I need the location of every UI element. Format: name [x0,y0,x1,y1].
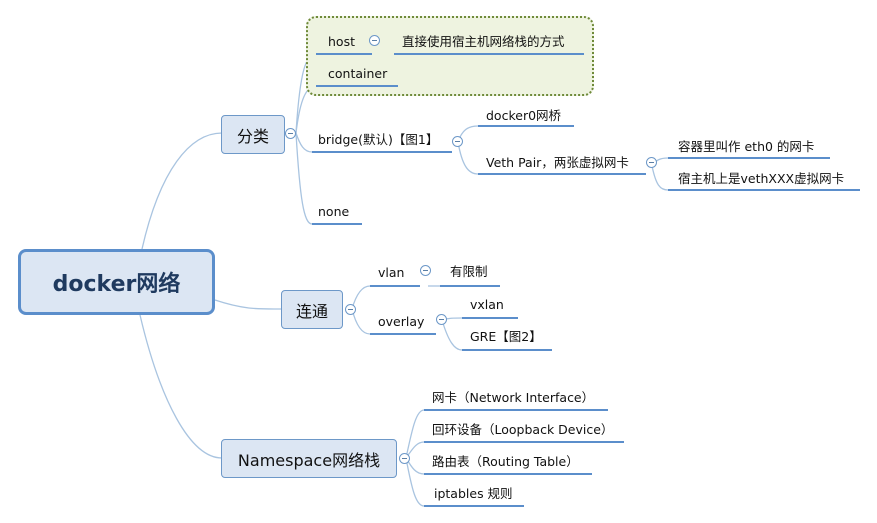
link-overlay-gre [441,319,463,351]
node-bridge-underline [312,151,452,153]
boundary-host-container [306,16,594,96]
node-host[interactable]: host [328,34,355,49]
collapse-categories-icon[interactable] [285,128,296,139]
link-root-namespace [139,314,223,459]
collapse-veth-icon[interactable] [646,157,657,168]
link-categories-bridge [295,132,313,153]
node-overlay[interactable]: overlay [378,314,425,329]
node-routing-table-underline [424,473,592,475]
topic-connectivity-label: 连通 [295,301,328,321]
topic-namespace[interactable]: Namespace网络栈 [221,439,397,478]
topic-categories-label: 分类 [236,126,269,146]
node-veth-pair[interactable]: Veth Pair，两张虚拟网卡 [486,155,629,170]
collapse-bridge-icon[interactable] [452,136,463,147]
node-none[interactable]: none [318,204,350,219]
root-topic[interactable]: docker网络 [18,249,215,315]
node-loopback-device[interactable]: 回环设备（Loopback Device） [432,422,614,437]
node-veth-pair-underline [478,173,646,175]
topic-namespace-label: Namespace网络栈 [237,450,381,470]
node-network-interface[interactable]: 网卡（Network Interface） [432,390,595,405]
node-iptables-underline [424,505,524,507]
node-container-eth0[interactable]: 容器里叫作 eth0 的网卡 [678,139,815,154]
node-none-underline [312,223,362,225]
link-veth-vethxxx [651,165,669,191]
topic-categories[interactable]: 分类 [221,115,285,154]
collapse-overlay-icon[interactable] [436,314,447,325]
link-categories-none [295,132,313,225]
node-gre[interactable]: GRE【图2】 [470,329,542,344]
node-network-interface-underline [424,409,608,411]
node-iptables[interactable]: iptables 规则 [434,486,513,501]
node-vxlan[interactable]: vxlan [470,297,504,312]
node-host-underline [316,53,372,55]
collapse-namespace-icon[interactable] [399,453,410,464]
collapse-connectivity-icon[interactable] [345,304,356,315]
node-docker0[interactable]: docker0网桥 [486,108,562,123]
node-routing-table[interactable]: 路由表（Routing Table） [432,454,579,469]
collapse-host-icon[interactable] [369,35,380,46]
node-container[interactable]: container [328,66,388,81]
node-vlan-limited[interactable]: 有限制 [450,264,488,279]
node-gre-underline [462,349,552,351]
node-host-vethxxx-underline [668,189,860,191]
node-docker0-underline [478,125,574,127]
root-topic-label: docker网络 [52,272,181,297]
collapse-vlan-icon[interactable] [420,265,431,276]
node-loopback-device-underline [424,441,624,443]
node-vlan-underline [370,285,420,287]
node-container-underline [316,85,398,87]
node-container-eth0-underline [668,157,830,159]
node-bridge[interactable]: bridge(默认)【图1】 [318,132,439,147]
node-overlay-underline [370,333,436,335]
node-host-vethxxx[interactable]: 宿主机上是vethXXX虚拟网卡 [678,171,845,186]
link-root-connectivity [214,299,283,310]
link-bridge-veth [457,141,479,175]
topic-connectivity[interactable]: 连通 [281,290,343,329]
link-namespace-iptables [405,457,425,507]
link-root-categories [141,132,223,250]
node-host-direct[interactable]: 直接使用宿主机网络栈的方式 [402,34,565,49]
link-namespace-nic [405,409,425,459]
node-vxlan-underline [462,317,518,319]
node-vlan-limited-underline [440,285,500,287]
node-vlan[interactable]: vlan [378,265,405,280]
node-host-direct-underline [394,53,584,55]
